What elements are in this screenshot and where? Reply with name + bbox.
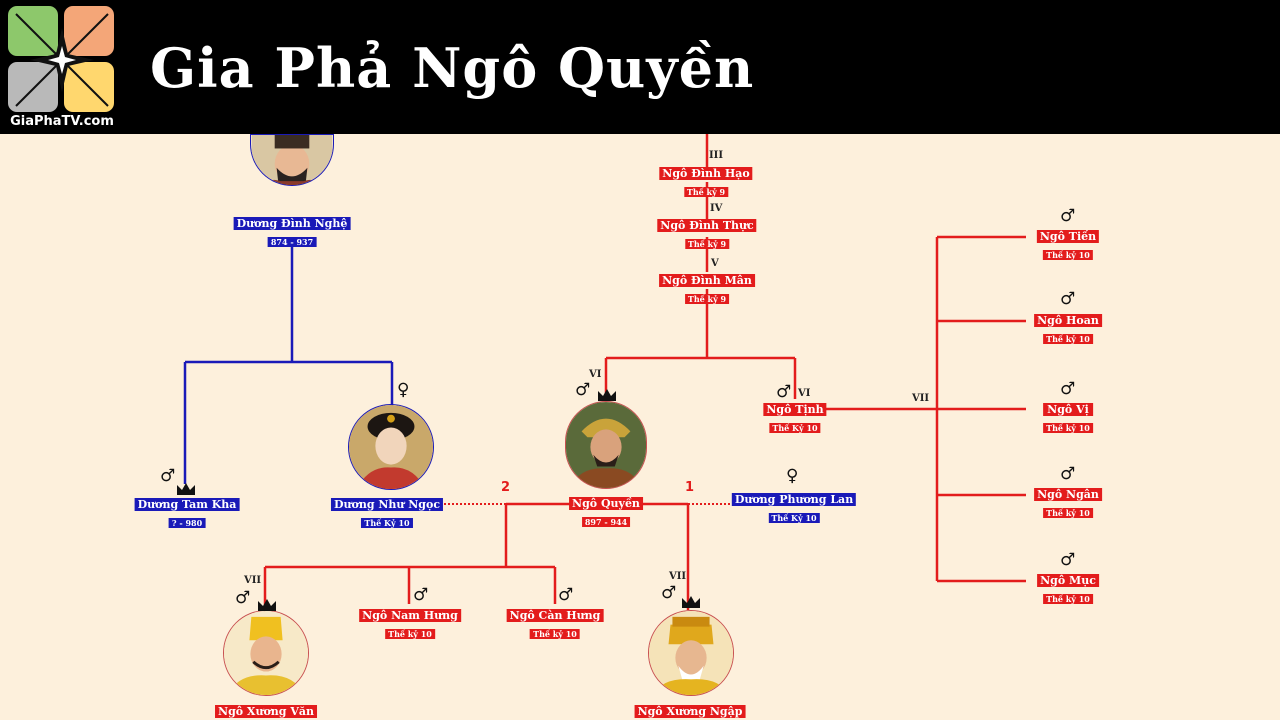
crown-icon-ngo-quyen	[598, 389, 616, 401]
male-icon-ngo-tien: ♂	[1060, 206, 1076, 226]
person-name: Ngô Đình Thực	[657, 219, 757, 232]
person-dates: ? - 980	[168, 518, 206, 528]
person-name: Ngô Càn Hưng	[506, 609, 604, 622]
person-name: Ngô Đình Hạo	[659, 167, 753, 180]
person-duong-nhu-ngoc[interactable]: Dương Như Ngọc Thế Kỷ 10	[330, 498, 444, 530]
person-dates: Thế kỷ 10	[530, 629, 580, 639]
person-dates: Thế kỷ 10	[1043, 423, 1093, 433]
person-name: Ngô Xương Văn	[215, 705, 317, 718]
male-icon-ngo-xuong-ngap: ♂	[661, 583, 677, 603]
generation-marker-7-left: VII	[244, 575, 262, 586]
logo-tile-gray	[8, 62, 58, 112]
person-dates: Thế kỷ 10	[1043, 594, 1093, 604]
portrait-ngo-quyen	[565, 401, 647, 489]
person-name: Dương Phương Lan	[731, 493, 857, 506]
person-ngo-hoan[interactable]: Ngô Hoan Thế kỷ 10	[1034, 314, 1102, 346]
person-name: Ngô Vị	[1043, 403, 1093, 416]
crown-icon-ngo-xuong-ngap	[682, 596, 700, 608]
person-dates: 897 - 944	[581, 517, 631, 527]
generation-marker-3: III	[709, 150, 724, 161]
person-ngo-tien[interactable]: Ngô Tiến Thế kỷ 10	[1036, 230, 1100, 262]
male-icon-ngo-xuong-van: ♂	[235, 588, 251, 608]
generation-marker-6-ngo-tinh: VI	[798, 388, 811, 399]
person-dates: Thế Kỷ 10	[769, 423, 821, 433]
family-tree: III IV V VI VI VII VII VII ♂ ♀ ♂ ♂ ♀ ♂ ♂…	[0, 134, 1280, 720]
person-dates: Thế kỷ 9	[683, 187, 729, 197]
person-dates: Thế Kỷ 10	[768, 513, 820, 523]
person-name: Ngô Quyền	[569, 497, 643, 510]
male-icon-ngo-vi: ♂	[1060, 379, 1076, 399]
person-dates: Thế kỷ 10	[1043, 508, 1093, 518]
person-ngo-quyen[interactable]: Ngô Quyền 897 - 944	[569, 497, 643, 529]
crown-icon-ngo-xuong-van	[258, 599, 276, 611]
portrait-duong-nhu-ngoc	[348, 404, 434, 490]
person-duong-tam-kha[interactable]: Dương Tam Kha ? - 980	[134, 498, 240, 530]
person-dates: Thế kỷ 10	[385, 629, 435, 639]
person-dates: Thế kỷ 9	[684, 294, 730, 304]
person-duong-phuong-lan[interactable]: Dương Phương Lan Thế Kỷ 10	[731, 493, 857, 525]
crown-icon-duong-tam-kha	[177, 483, 195, 495]
portrait-ngo-xuong-van	[223, 610, 309, 696]
person-ngo-muc[interactable]: Ngô Mục Thế kỷ 10	[1037, 574, 1099, 606]
male-icon-ngo-nam-hung: ♂	[413, 585, 429, 605]
person-ngo-dinh-thuc[interactable]: Ngô Đình Thực Thế kỷ 9	[657, 219, 757, 251]
person-name: Ngô Tịnh	[763, 403, 827, 416]
generation-marker-5: V	[711, 258, 719, 269]
person-name: Ngô Mục	[1037, 574, 1099, 587]
logo-tile-orange	[64, 6, 114, 56]
male-icon-ngo-quyen: ♂	[575, 380, 591, 400]
person-ngo-nam-hung[interactable]: Ngô Nam Hưng Thế kỷ 10	[359, 609, 461, 641]
page-title: Gia Phả Ngô Quyền	[150, 36, 755, 100]
person-dates: Thế kỷ 10	[1043, 334, 1093, 344]
male-icon-ngo-hoan: ♂	[1060, 289, 1076, 309]
generation-marker-4: IV	[710, 203, 723, 214]
person-name: Ngô Ngân	[1034, 488, 1102, 501]
header-bar: GiaPhaTV.com Gia Phả Ngô Quyền	[0, 0, 1280, 134]
person-dates: Thế kỷ 10	[1043, 250, 1093, 260]
person-name: Dương Đình Nghệ	[233, 217, 351, 230]
paternal-lines	[263, 134, 1026, 612]
maternal-lines	[183, 244, 394, 484]
person-name: Dương Tam Kha	[134, 498, 240, 511]
male-icon-ngo-ngan: ♂	[1060, 464, 1076, 484]
person-ngo-dinh-hao[interactable]: Ngô Đình Hạo Thế kỷ 9	[659, 167, 753, 199]
person-ngo-ngan[interactable]: Ngô Ngân Thế kỷ 10	[1034, 488, 1102, 520]
person-ngo-dinh-man[interactable]: Ngô Đình Mân Thế kỷ 9	[659, 274, 755, 306]
person-ngo-xuong-van[interactable]: Ngô Xương Văn	[215, 705, 317, 718]
female-icon-duong-phuong-lan: ♀	[786, 466, 799, 486]
person-dates: Thế kỷ 9	[684, 239, 730, 249]
person-ngo-xuong-ngap[interactable]: Ngô Xương Ngập	[634, 705, 746, 718]
male-icon-ngo-can-hung: ♂	[558, 585, 574, 605]
male-icon-ngo-muc: ♂	[1060, 550, 1076, 570]
marriage-order-1: 1	[685, 480, 695, 495]
logo-star-icon	[15, 13, 109, 107]
generation-marker-7-sons-of-ngo-tinh: VII	[912, 393, 930, 404]
person-name: Ngô Hoan	[1034, 314, 1102, 327]
female-icon-duong-nhu-ngoc: ♀	[397, 380, 410, 400]
male-icon-ngo-tinh: ♂	[776, 382, 792, 402]
person-name: Ngô Nam Hưng	[359, 609, 461, 622]
person-ngo-tinh[interactable]: Ngô Tịnh Thế Kỷ 10	[763, 403, 827, 435]
generation-marker-7-right: VII	[669, 571, 687, 582]
person-dates: Thế Kỷ 10	[361, 518, 413, 528]
person-duong-dinh-nghe[interactable]: Dương Đình Nghệ 874 - 937	[233, 217, 351, 249]
portrait-ngo-xuong-ngap	[648, 610, 734, 696]
generation-marker-6-ngo-quyen: VI	[589, 369, 602, 380]
male-icon-duong-tam-kha: ♂	[160, 466, 176, 486]
site-name: GiaPhaTV.com	[10, 114, 114, 129]
giaphatv-logo	[8, 6, 116, 114]
person-name: Dương Như Ngọc	[330, 498, 444, 511]
person-ngo-can-hung[interactable]: Ngô Càn Hưng Thế kỷ 10	[506, 609, 604, 641]
person-name: Ngô Đình Mân	[659, 274, 755, 287]
person-ngo-vi[interactable]: Ngô Vị Thế kỷ 10	[1043, 403, 1093, 435]
person-dates: 874 - 937	[267, 237, 317, 247]
person-name: Ngô Xương Ngập	[634, 705, 746, 718]
marriage-order-2: 2	[501, 480, 511, 495]
person-name: Ngô Tiến	[1036, 230, 1100, 243]
